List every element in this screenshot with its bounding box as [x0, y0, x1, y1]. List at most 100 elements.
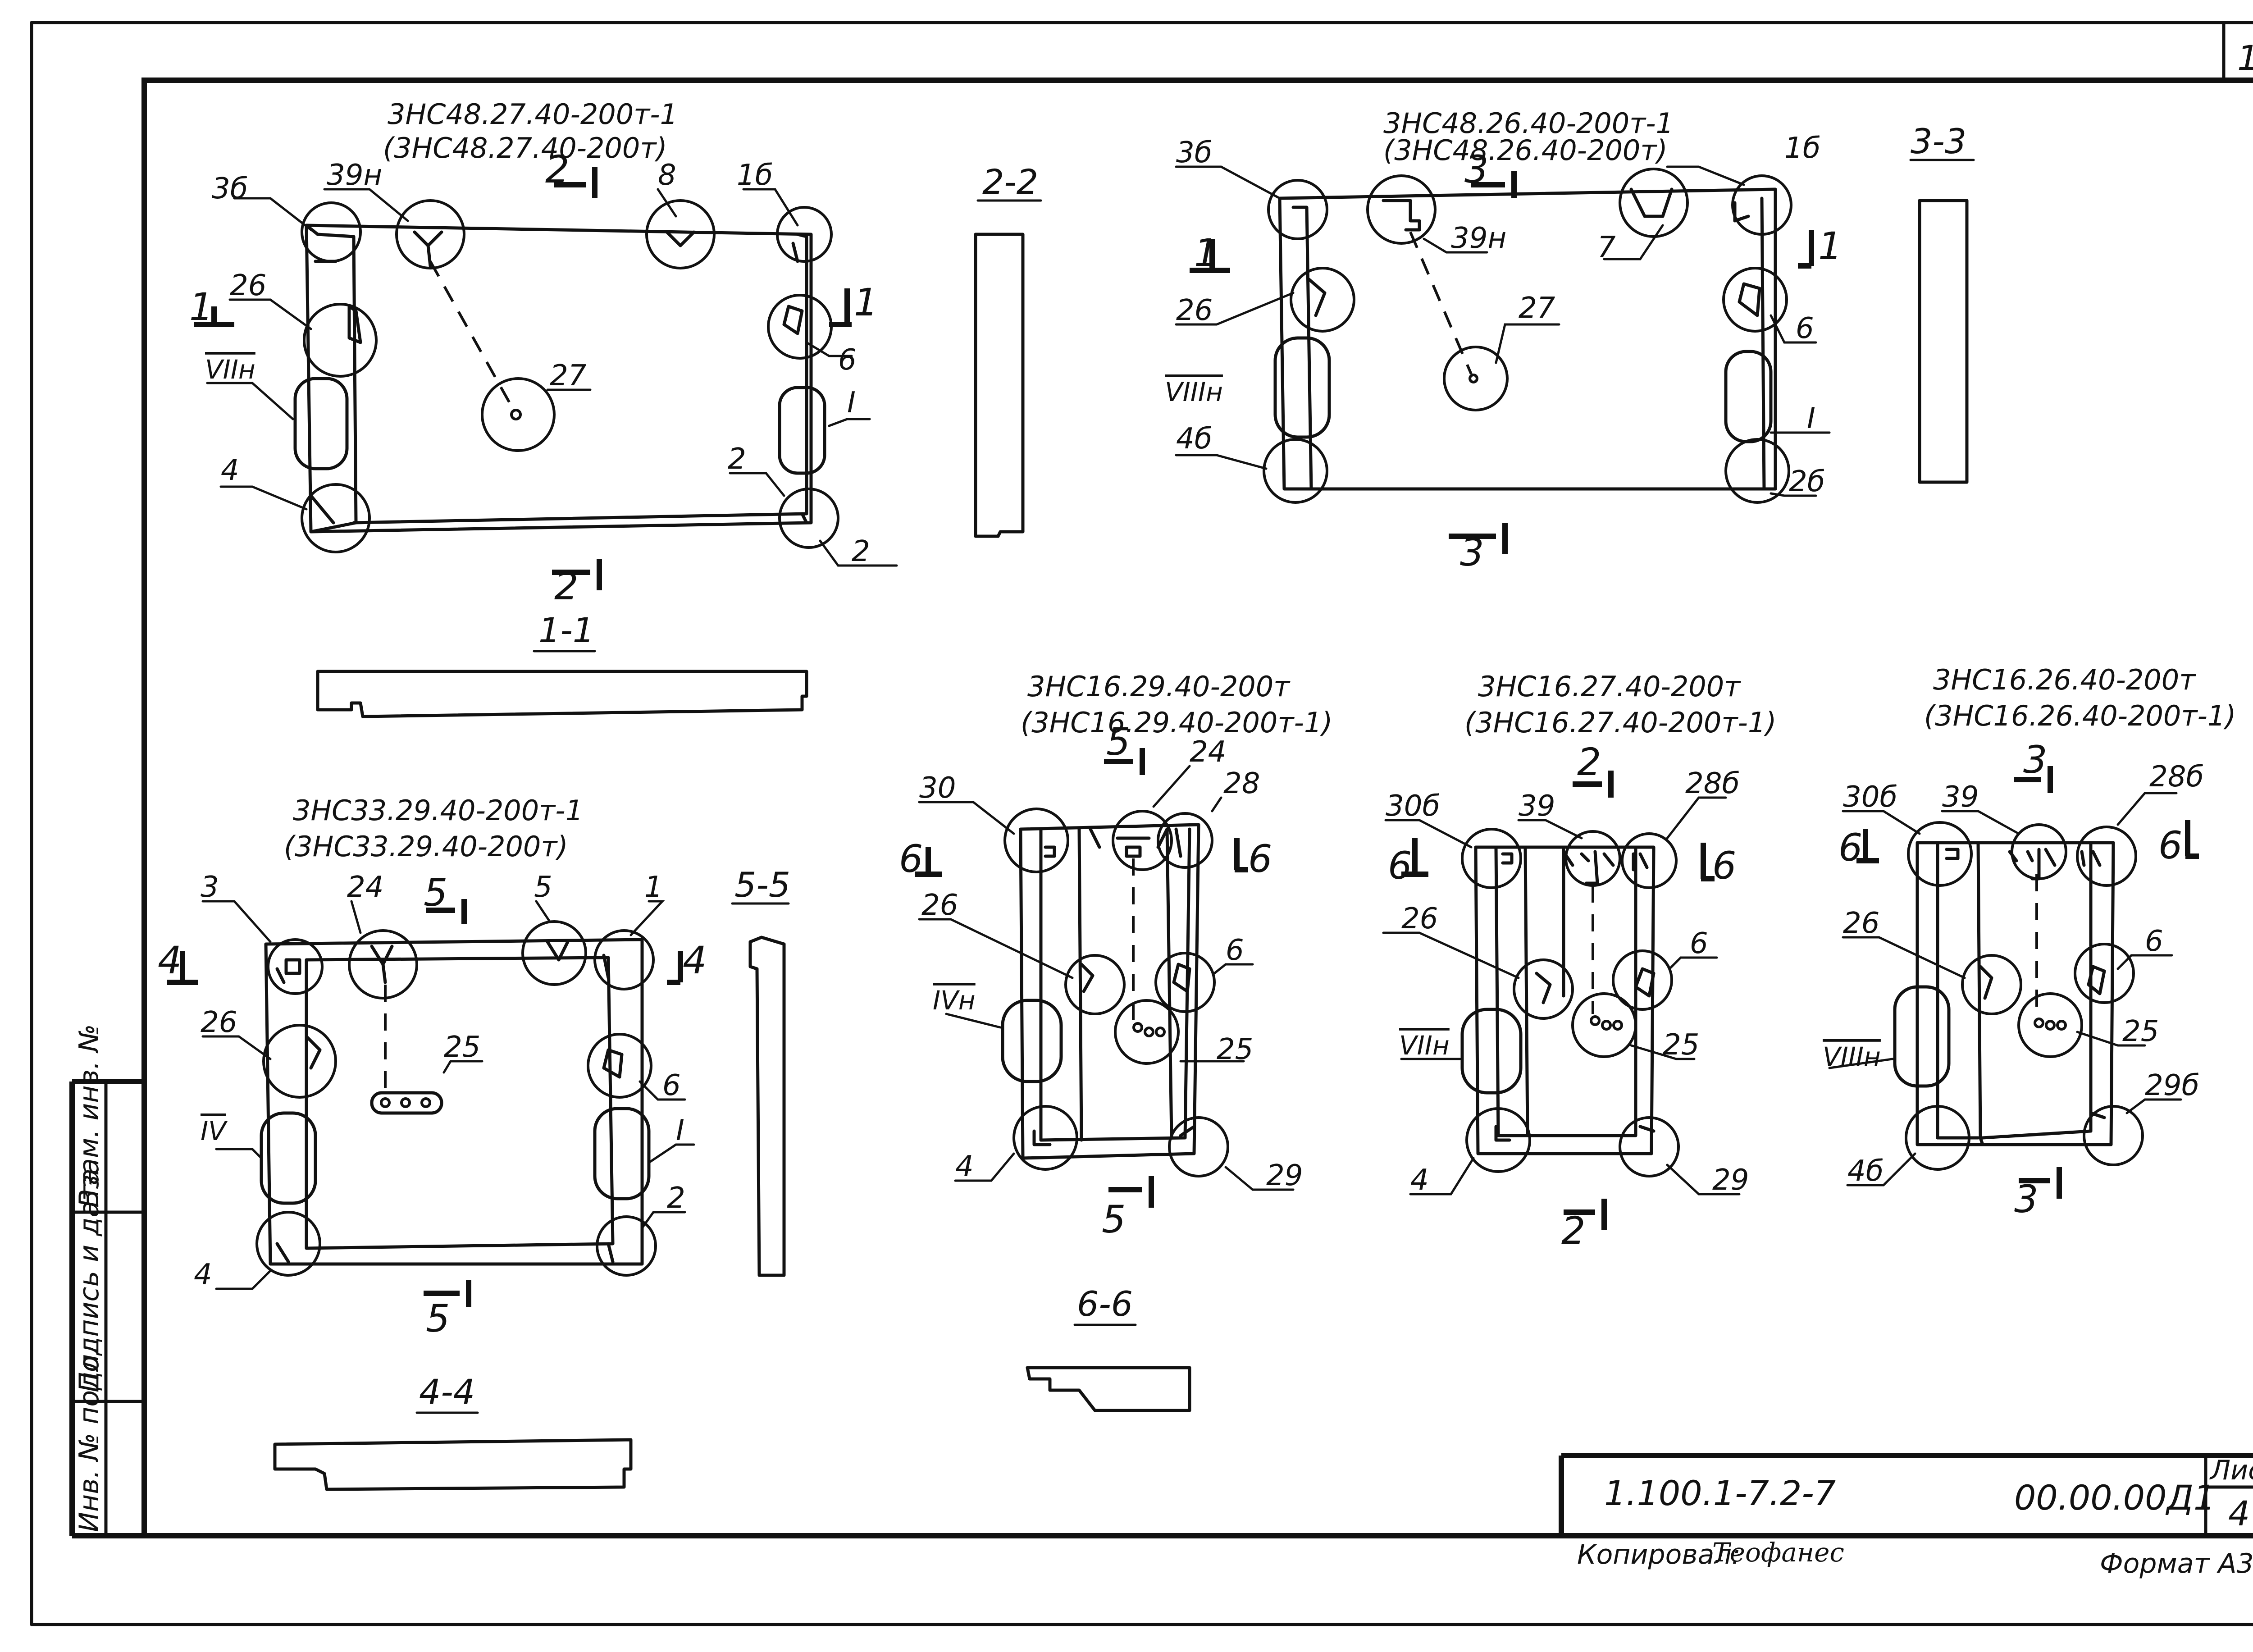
section-5-5: 5-5	[731, 865, 790, 1277]
p6-label-VIIIn: VIIIн	[1823, 1041, 1881, 1072]
p3-label-25: 25	[444, 1031, 480, 1064]
panel-3-subtitle: (3НС33.29.40-200т)	[284, 830, 568, 863]
p4-label-IVn: IVн	[933, 985, 976, 1016]
p5-label-30b: 30б	[1386, 789, 1440, 823]
p3-cut-5-bottom: 5	[426, 1296, 450, 1341]
panel-4-title: 3НС16.29.40-200т	[1027, 670, 1291, 703]
p5-label-6: 6	[1690, 927, 1708, 960]
p1-label-I: I	[847, 386, 856, 420]
panel-3-title: 3НС33.29.40-200т-1	[293, 794, 583, 827]
page-number-box: 14	[2222, 21, 2253, 82]
panel-2: 3НС48.26.40-200т-1 (3НС48.26.40-200т) 3б	[1165, 107, 1842, 575]
drawing-code: 00.00.00Д1	[2014, 1478, 2215, 1518]
format-label: Формат А3	[2100, 1548, 2253, 1579]
p4-label-28: 28	[1223, 767, 1260, 800]
p5-label-4: 4	[1410, 1164, 1429, 1197]
p6-cut-6-right: 6	[2158, 823, 2182, 867]
section-1-1-label: 1-1	[538, 610, 594, 650]
section-5-5-label: 5-5	[734, 865, 790, 905]
sidebar-inv-repl: Взам. инв. №	[73, 1024, 105, 1208]
panel-1-subtitle: (3НС48.27.40-200т)	[383, 132, 667, 164]
p4-cut-6-right: 6	[1248, 837, 1272, 881]
p5-cut-2-top: 2	[1577, 740, 1601, 784]
p3-label-1: 1	[644, 871, 663, 904]
p2-label-7: 7	[1597, 231, 1616, 264]
p1-label-26: 26	[230, 269, 266, 302]
doc-code: 1.100.1-7.2-7	[1604, 1473, 1836, 1513]
p4-cut-6-left: 6	[899, 837, 923, 881]
p3-label-2: 2	[667, 1182, 685, 1215]
p6-cut-3-top: 3	[2023, 738, 2047, 782]
section-2-2: 2-2	[974, 162, 1042, 538]
p6-label-4b: 4б	[1847, 1155, 1884, 1188]
p2-cut-1-left: 1	[1194, 231, 1218, 275]
p2-label-4b: 4б	[1176, 422, 1212, 456]
p1-label-VIIn: VIIн	[205, 354, 255, 385]
p4-label-24: 24	[1190, 735, 1226, 769]
panel-2-subtitle: (3НС48.26.40-200т)	[1383, 134, 1668, 167]
p2-label-39n: 39н	[1451, 222, 1506, 255]
section-6-6-label: 6-6	[1077, 1284, 1133, 1324]
p4-cut-5-top: 5	[1106, 720, 1130, 764]
p1-label-27: 27	[550, 359, 587, 392]
p5-label-VIIn: VIIн	[1399, 1030, 1450, 1061]
p4-cut-5-bottom: 5	[1102, 1197, 1126, 1241]
sheet-number: 4	[2228, 1493, 2250, 1533]
panel-3: 3НС33.29.40-200т-1 (3НС33.29.40-200т)	[158, 794, 707, 1341]
p3-label-I: I	[676, 1114, 684, 1147]
title-block: 1.100.1-7.2-7 00.00.00Д1 Лист 4	[1559, 1453, 2253, 1538]
panel-6-subtitle: (3НС16.26.40-200т-1)	[1924, 699, 2236, 732]
panel-4-subtitle: (3НС16.29.40-200т-1)	[1021, 706, 1332, 739]
p1-label-39n: 39н	[327, 159, 382, 192]
p5-label-26: 26	[1401, 902, 1438, 936]
p2-label-VIIIn: VIIIн	[1165, 377, 1223, 407]
panel-1: 3НС48.27.40-200т-1 (3НС48.27.40-200т)	[189, 98, 898, 608]
copied-signature: Теофанес	[1712, 1537, 1844, 1568]
p2-label-2b: 2б	[1789, 465, 1825, 498]
p2-cut-3-bottom: 3	[1460, 530, 1484, 575]
p2-label-26: 26	[1176, 294, 1213, 327]
p1-label-2a: 2	[728, 443, 746, 476]
p1-label-3b: 3б	[212, 172, 248, 205]
p6-label-29b: 29б	[2145, 1069, 2199, 1102]
p3-label-6: 6	[662, 1069, 681, 1102]
panel-4: 3НС16.29.40-200т (3НС16.29.40-200т-1) 30	[899, 670, 1332, 1241]
p3-cut-5-top: 5	[424, 871, 447, 915]
section-3-3-label: 3-3	[1911, 121, 1966, 161]
p5-label-29: 29	[1712, 1164, 1749, 1197]
sidebar-sign-date: Подпись и дата	[73, 1168, 105, 1392]
p5-label-39: 39	[1519, 789, 1555, 823]
p6-label-6: 6	[2145, 925, 2163, 958]
section-2-2-label: 2-2	[982, 162, 1038, 202]
p1-label-6: 6	[838, 343, 857, 377]
inner-frame	[141, 78, 2253, 1538]
p1-label-4: 4	[221, 454, 239, 487]
p5-label-28b: 28б	[1685, 767, 1740, 800]
p6-label-39: 39	[1942, 780, 1979, 814]
p3-cut-4-right: 4	[683, 938, 707, 982]
p1-cut-1-right: 1	[854, 280, 878, 324]
p3-label-26: 26	[201, 1006, 237, 1039]
copied-by: Копировал:	[1577, 1539, 1741, 1570]
p6-label-28b: 28б	[2149, 760, 2204, 794]
p1-label-8: 8	[658, 159, 676, 192]
panel-6: 3НС16.26.40-200т (3НС16.26.40-200т-1) 30…	[1823, 663, 2236, 1221]
p2-label-1b: 1б	[1784, 132, 1820, 165]
section-6-6: 6-6	[1026, 1284, 1191, 1412]
outer-border	[30, 21, 2253, 1626]
p6-label-30b: 30б	[1843, 780, 1897, 814]
p4-label-26: 26	[921, 889, 958, 922]
p2-cut-3-top: 3	[1464, 147, 1488, 192]
p2-cut-1-right: 1	[1818, 224, 1842, 268]
panel-6-title: 3НС16.26.40-200т	[1933, 663, 2196, 696]
panel-5: 3НС16.27.40-200т (3НС16.27.40-200т-1) 30…	[1382, 670, 1776, 1253]
p3-label-3: 3	[201, 871, 219, 904]
section-4-4: 4-4	[273, 1372, 633, 1491]
p1-label-1b: 1б	[737, 159, 773, 192]
panel-1-title: 3НС48.27.40-200т-1	[388, 98, 678, 131]
p4-label-30: 30	[919, 771, 956, 805]
p4-label-6: 6	[1226, 934, 1244, 967]
p1-label-2b: 2	[852, 535, 870, 568]
p1-cut-1-left: 1	[189, 285, 213, 329]
